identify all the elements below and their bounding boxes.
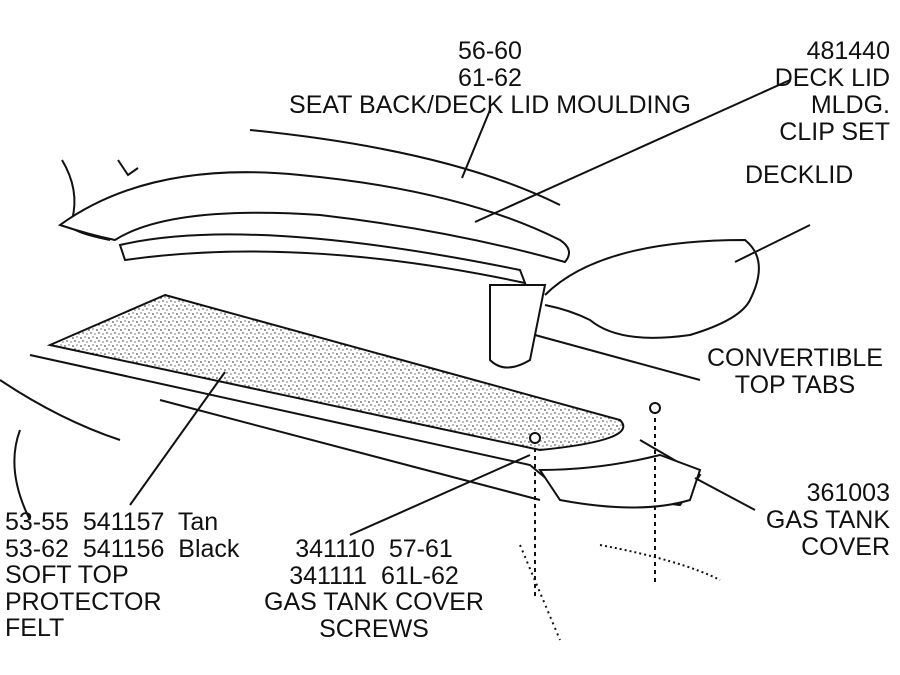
leader-clip-set: [474, 79, 791, 223]
gas-tank-cover-part-number: 361003: [806, 479, 890, 507]
screws-part-2: 341111 61L-62: [289, 561, 459, 590]
moulding-name: SEAT BACK/DECK LID MOULDING: [289, 91, 691, 119]
leader-felt: [129, 371, 226, 506]
clip-set-name-2: MLDG.: [810, 91, 890, 119]
screw-head: [649, 402, 661, 414]
leader-top-tabs: [534, 334, 701, 381]
felt-name-2: PROTECTOR: [5, 587, 162, 616]
clip-set-name-1: DECK LID: [774, 64, 890, 92]
leader-moulding: [461, 109, 491, 179]
screw-head: [529, 432, 541, 444]
screws-name-1: GAS TANK COVER: [264, 588, 484, 616]
convertible-top-tab: [489, 284, 547, 369]
moulding-years-2: 61-62: [458, 64, 522, 92]
floor-edge: [519, 544, 561, 641]
wheelhouse-outline: [13, 429, 31, 521]
panel-edge: [159, 399, 541, 501]
felt-tan-part: 53-55 541157 Tan: [5, 508, 219, 536]
gas-tank-cover: [538, 453, 702, 509]
top-tabs-name-1: CONVERTIBLE: [707, 344, 883, 372]
clip-set-part-number: 481440: [806, 37, 890, 65]
gas-tank-cover-name-1: GAS TANK: [765, 506, 890, 534]
leader-decklid: [734, 224, 811, 263]
soft-top-protector-felt: [46, 293, 625, 452]
seat-back-moulding: [57, 171, 570, 264]
screws-part-1: 341110 57-61: [295, 535, 453, 563]
top-tabs-name-2: TOP TABS: [734, 371, 856, 399]
leader-screws: [349, 454, 531, 536]
felt-name-3: FELT: [5, 614, 65, 642]
fender-detail: [117, 159, 139, 177]
moulding-top-edge: [249, 129, 561, 206]
felt-name-1: SOFT TOP: [5, 561, 129, 589]
panel-edge: [0, 379, 121, 441]
moulding-underside: [118, 233, 527, 285]
felt-black-part: 53-62 541156 Black: [5, 534, 240, 563]
screws-name-2: SCREWS: [319, 614, 429, 643]
moulding-years-1: 56-60: [458, 37, 522, 65]
decklid-label: DECKLID: [745, 162, 853, 189]
clip-set-name-3: CLIP SET: [779, 118, 890, 146]
decklid-name: DECKLID: [745, 161, 854, 189]
decklid-outline: [544, 238, 760, 339]
gas-tank-cover-name-2: COVER: [801, 533, 890, 561]
leader-gas-tank-cover: [694, 477, 756, 511]
floor-edge: [599, 544, 721, 581]
